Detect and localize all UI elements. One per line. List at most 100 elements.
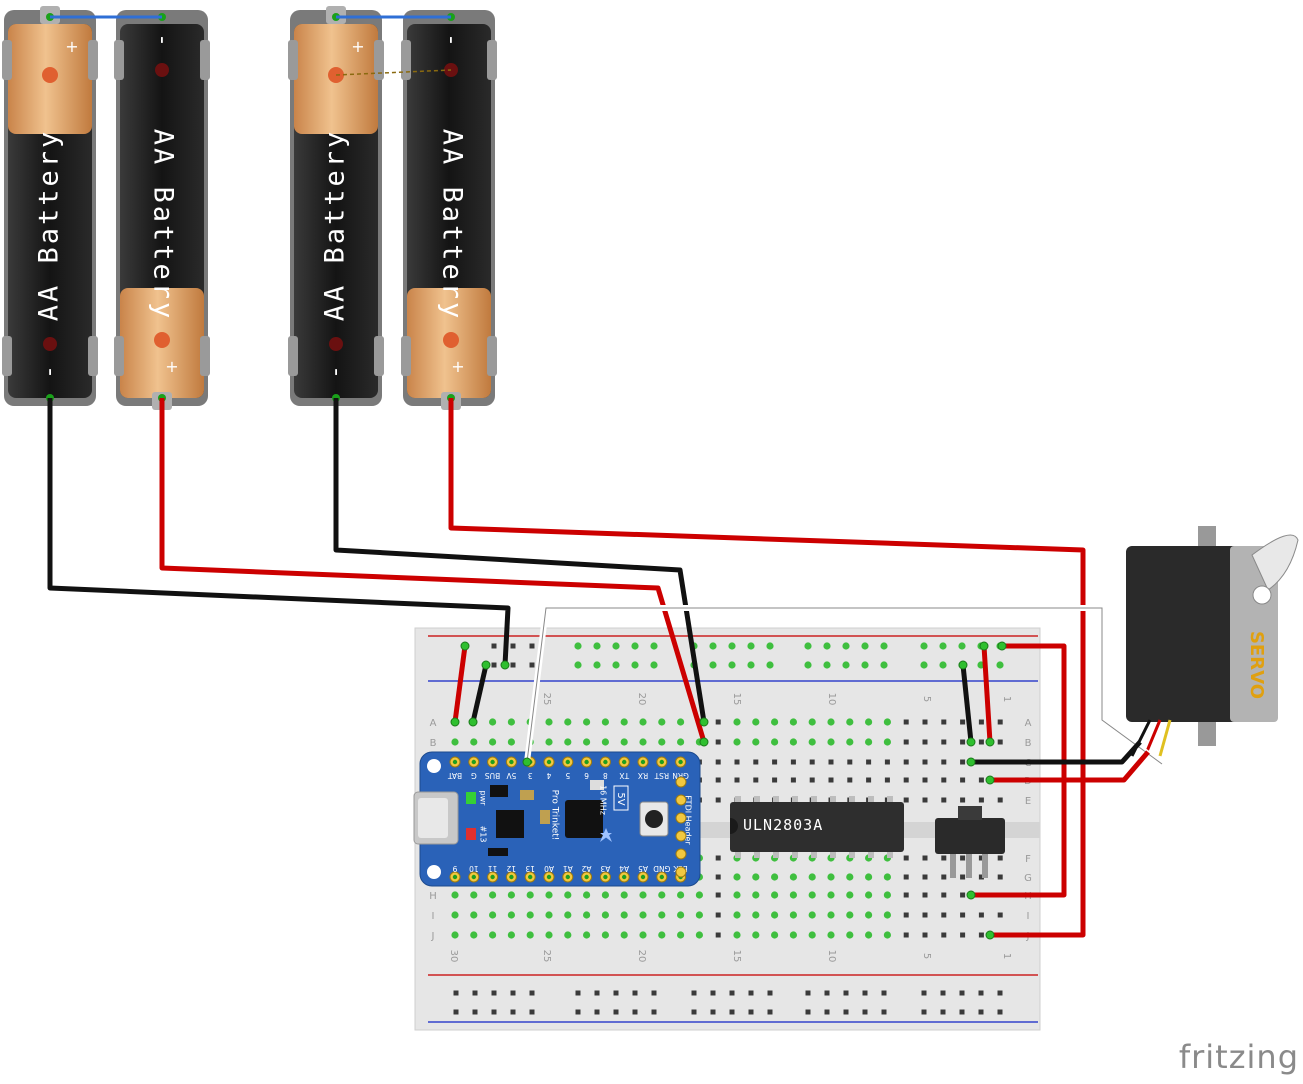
breadboard-hole[interactable] — [941, 932, 947, 938]
breadboard-hole[interactable] — [809, 759, 815, 765]
breadboard-hole[interactable] — [978, 855, 984, 861]
ftdi-pin[interactable] — [675, 848, 687, 860]
breadboard-hole[interactable] — [884, 777, 890, 783]
rail-hole[interactable] — [805, 1009, 811, 1015]
ftdi-pin[interactable] — [675, 812, 687, 824]
rail-hole[interactable] — [510, 1009, 516, 1015]
breadboard-hole[interactable] — [922, 892, 928, 898]
rail-hole[interactable] — [691, 990, 697, 996]
breadboard-hole[interactable] — [715, 932, 721, 938]
wire-end[interactable] — [460, 641, 470, 651]
rail-hole[interactable] — [491, 1009, 497, 1015]
rail-hole[interactable] — [843, 990, 849, 996]
breadboard-hole[interactable] — [997, 719, 1003, 725]
breadboard-hole[interactable] — [978, 912, 984, 918]
wire-black-rail-1[interactable] — [470, 664, 489, 723]
breadboard-hole[interactable] — [903, 874, 909, 880]
breadboard-hole[interactable] — [978, 739, 984, 745]
breadboard-hole[interactable] — [978, 932, 984, 938]
breadboard-hole[interactable] — [922, 855, 928, 861]
wire-red-rail-top[interactable] — [971, 643, 1067, 898]
breadboard-hole[interactable] — [960, 892, 966, 898]
breadboard-hole[interactable] — [828, 759, 834, 765]
rail-hole[interactable] — [997, 1009, 1003, 1015]
rail-hole[interactable] — [881, 990, 887, 996]
rail-hole[interactable] — [978, 1009, 984, 1015]
rail-hole[interactable] — [510, 662, 516, 668]
wire-end[interactable] — [450, 717, 460, 727]
ftdi-pin[interactable] — [675, 830, 687, 842]
rail-hole[interactable] — [862, 990, 868, 996]
rail-hole[interactable] — [594, 990, 600, 996]
breadboard-hole[interactable] — [715, 912, 721, 918]
breadboard-hole[interactable] — [978, 777, 984, 783]
breadboard-hole[interactable] — [715, 759, 721, 765]
rail-hole[interactable] — [959, 1009, 965, 1015]
wire-end[interactable] — [985, 775, 995, 785]
rail-hole[interactable] — [824, 990, 830, 996]
rail-hole[interactable] — [529, 990, 535, 996]
rail-hole[interactable] — [881, 1009, 887, 1015]
rail-hole[interactable] — [843, 1009, 849, 1015]
rail-hole[interactable] — [691, 1009, 697, 1015]
rail-hole[interactable] — [729, 1009, 735, 1015]
rail-hole[interactable] — [651, 1009, 657, 1015]
breadboard-hole[interactable] — [922, 777, 928, 783]
wire-black-battery3[interactable] — [333, 398, 707, 723]
breadboard-hole[interactable] — [922, 759, 928, 765]
rail-hole[interactable] — [710, 990, 716, 996]
rail-hole[interactable] — [491, 662, 497, 668]
rail-hole[interactable] — [472, 990, 478, 996]
wire-end[interactable] — [966, 890, 976, 900]
breadboard-hole[interactable] — [922, 912, 928, 918]
rail-hole[interactable] — [529, 662, 535, 668]
breadboard-hole[interactable] — [922, 932, 928, 938]
wire-end[interactable] — [699, 737, 709, 747]
breadboard-hole[interactable] — [715, 874, 721, 880]
rail-hole[interactable] — [613, 990, 619, 996]
breadboard-hole[interactable] — [960, 777, 966, 783]
breadboard-hole[interactable] — [753, 759, 759, 765]
rail-hole[interactable] — [767, 1009, 773, 1015]
breadboard-hole[interactable] — [997, 797, 1003, 803]
breadboard-hole[interactable] — [903, 759, 909, 765]
breadboard-hole[interactable] — [941, 759, 947, 765]
wire-end[interactable] — [997, 641, 1007, 651]
breadboard-hole[interactable] — [941, 797, 947, 803]
breadboard-hole[interactable] — [715, 777, 721, 783]
rail-hole[interactable] — [453, 990, 459, 996]
breadboard-hole[interactable] — [903, 932, 909, 938]
wire-red-rail-2[interactable] — [981, 645, 993, 743]
wire-end[interactable] — [966, 757, 976, 767]
breadboard-hole[interactable] — [903, 739, 909, 745]
breadboard-hole[interactable] — [941, 739, 947, 745]
rail-hole[interactable] — [594, 1009, 600, 1015]
rail-hole[interactable] — [862, 1009, 868, 1015]
rail-hole[interactable] — [767, 990, 773, 996]
rail-hole[interactable] — [748, 990, 754, 996]
rail-hole[interactable] — [940, 990, 946, 996]
rail-hole[interactable] — [472, 1009, 478, 1015]
breadboard-hole[interactable] — [734, 777, 740, 783]
breadboard-hole[interactable] — [847, 759, 853, 765]
rail-hole[interactable] — [997, 990, 1003, 996]
breadboard-hole[interactable] — [941, 777, 947, 783]
breadboard-hole[interactable] — [715, 855, 721, 861]
wire-red-battery2[interactable] — [159, 398, 707, 743]
breadboard-hole[interactable] — [960, 797, 966, 803]
breadboard-hole[interactable] — [997, 855, 1003, 861]
wire-red-rail-1[interactable] — [452, 645, 468, 723]
slide-switch[interactable] — [935, 806, 1005, 878]
breadboard-hole[interactable] — [903, 892, 909, 898]
breadboard-hole[interactable] — [903, 719, 909, 725]
breadboard-hole[interactable] — [960, 912, 966, 918]
breadboard-hole[interactable] — [772, 777, 778, 783]
breadboard-hole[interactable] — [903, 855, 909, 861]
breadboard-hole[interactable] — [903, 777, 909, 783]
breadboard-hole[interactable] — [941, 719, 947, 725]
breadboard-hole[interactable] — [790, 759, 796, 765]
rail-hole[interactable] — [529, 1009, 535, 1015]
wire-end[interactable] — [481, 660, 491, 670]
breadboard-hole[interactable] — [922, 739, 928, 745]
rail-hole[interactable] — [729, 990, 735, 996]
